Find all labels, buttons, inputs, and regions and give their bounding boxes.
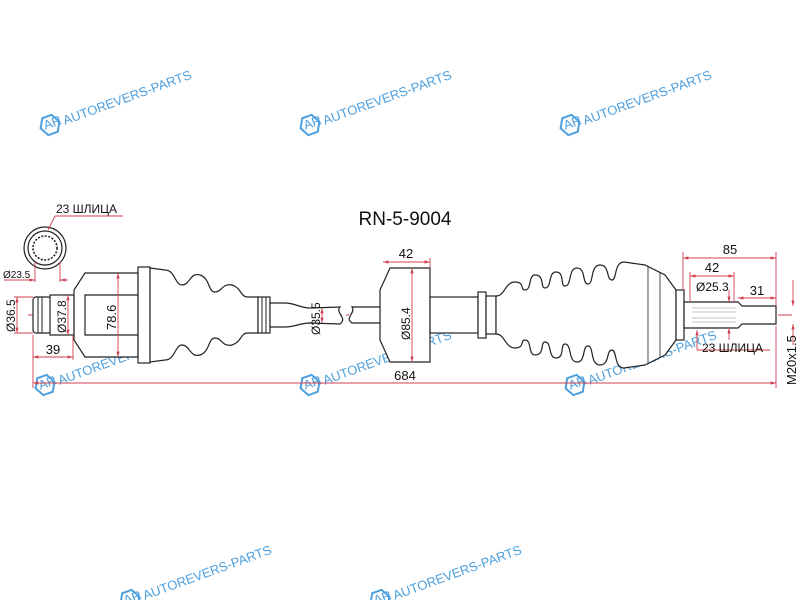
total-len-label: 684 [394, 368, 416, 383]
svg-text:AUTOREVERS-PARTS: AUTOREVERS-PARTS [321, 67, 454, 128]
svg-text:AUTOREVERS-PARTS: AUTOREVERS-PARTS [391, 542, 524, 600]
svg-text:AUTOREVERS-PARTS: AUTOREVERS-PARTS [141, 542, 274, 600]
right-housing-dia-label: Ø85.4 [399, 307, 413, 340]
left-splines-label: 23 ШЛИЦА [56, 202, 117, 216]
right-housing-len-label: 42 [399, 246, 413, 261]
svg-text:AUTOREVERS-PARTS: AUTOREVERS-PARTS [581, 67, 714, 128]
svg-text:AR: AR [561, 112, 583, 132]
dimension-lines [4, 215, 795, 388]
right-spline-dia-label: Ø25.3 [696, 280, 729, 294]
labels: RN-5-9004 23 ШЛИЦА Ø23.5 Ø36.5 Ø37.8 78.… [3, 202, 799, 385]
thread-label: M20x1.5 [784, 335, 799, 385]
svg-text:AR: AR [371, 587, 393, 600]
svg-text:AR: AR [41, 112, 63, 132]
left-neck-dia-label: Ø37.8 [55, 300, 69, 333]
left-stub-dia-label: Ø36.5 [4, 299, 18, 332]
right-splines-label: 23 ШЛИЦА [702, 341, 763, 355]
left-housing-dia-label: 78.6 [104, 305, 119, 330]
part-number-title: RN-5-9004 [359, 209, 452, 230]
right-stub-len-label: 85 [723, 242, 737, 257]
svg-text:AR: AR [301, 112, 323, 132]
right-spline-len-label: 42 [705, 260, 719, 275]
shaft-drawing [23, 226, 777, 369]
svg-text:AUTOREVERS-PARTS: AUTOREVERS-PARTS [61, 67, 194, 128]
left-stub-len-label: 39 [46, 342, 60, 357]
svg-text:AR: AR [121, 587, 143, 600]
left-spline-dia-label: Ø23.5 [3, 270, 31, 281]
shaft-dia-label: Ø35.5 [309, 302, 323, 335]
thread-len-label: 31 [750, 283, 764, 298]
